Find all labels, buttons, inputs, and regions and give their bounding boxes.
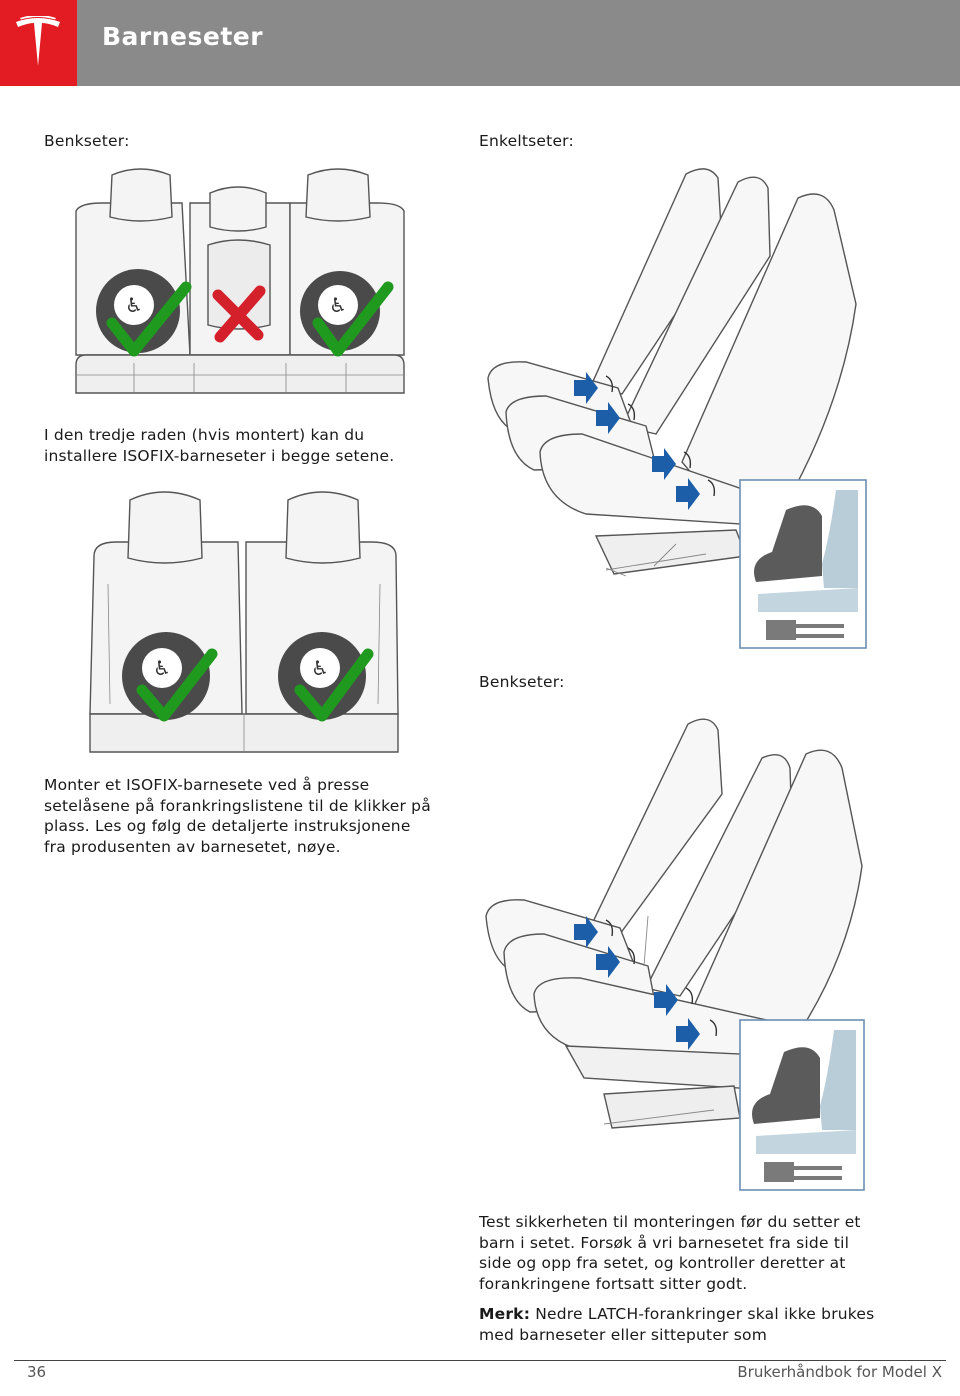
check-mark-left <box>106 281 192 357</box>
anchor-arrows <box>574 916 700 1050</box>
figure-third-row: ♿ ♿ <box>88 484 400 754</box>
svg-text:♿: ♿ <box>153 656 171 680</box>
page-header: Barneseter <box>0 0 960 86</box>
anchor-arrows <box>574 372 700 510</box>
svg-text:♿: ♿ <box>125 293 143 317</box>
label-bench-seats-right: Benkseter: <box>479 673 565 691</box>
tesla-logo-icon <box>16 16 60 66</box>
figure-single-seats <box>486 164 868 652</box>
check-mark-left <box>136 648 218 722</box>
check-mark-right <box>294 648 374 722</box>
inset-diagram-single <box>739 479 867 649</box>
inset-diagram-bench <box>739 1019 865 1191</box>
cross-mark-center <box>212 285 266 343</box>
page-number: 36 <box>27 1363 47 1381</box>
note-label: Merk: <box>479 1305 531 1323</box>
figure-second-row-bench: ♿ ♿ <box>72 165 408 397</box>
third-row-text: I den tredje raden (hvis montert) kan du… <box>44 426 395 465</box>
footer-divider <box>14 1360 946 1361</box>
svg-text:♿: ♿ <box>311 656 329 680</box>
svg-text:♿: ♿ <box>329 293 347 317</box>
logo-box <box>0 0 77 86</box>
note-paragraph: Merk: Nedre LATCH-forankringer skal ikke… <box>479 1304 875 1345</box>
note-text: Nedre LATCH-forankringer skal ikke bruke… <box>479 1305 875 1344</box>
label-single-seats: Enkeltseter: <box>479 132 574 150</box>
test-security-text: Test sikkerheten til monteringen før du … <box>479 1213 861 1293</box>
figure-bench-seats-perspective <box>484 716 868 1194</box>
label-bench-seats-left: Benkseter: <box>44 132 130 150</box>
page-title: Barneseter <box>102 22 264 51</box>
check-mark-right <box>312 281 394 357</box>
footer-manual-title: Brukerhåndbok for Model X <box>737 1363 942 1381</box>
mount-instructions-text: Monter et ISOFIX-barnesete ved å presse … <box>44 776 431 856</box>
